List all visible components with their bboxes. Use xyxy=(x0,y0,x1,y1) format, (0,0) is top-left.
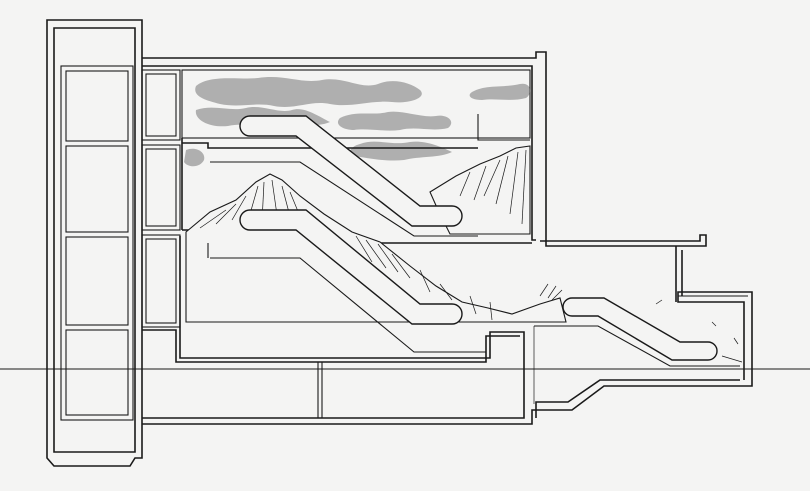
cloud-mural xyxy=(184,77,531,167)
entrance-canopy xyxy=(655,246,748,363)
lower-hall-inner xyxy=(142,329,520,363)
shaft-panel xyxy=(65,70,129,142)
shaft-panel xyxy=(65,329,129,416)
shaft-panel xyxy=(65,145,129,233)
roof-slab xyxy=(142,51,707,247)
shaft-panel xyxy=(65,236,129,326)
basement-column xyxy=(317,362,323,418)
stair-core xyxy=(141,69,181,328)
exit-escalator xyxy=(533,297,740,404)
elevator-shaft xyxy=(46,19,143,467)
basement-slab xyxy=(142,291,753,425)
basement-inner xyxy=(535,379,740,418)
upper-hall-with-mural xyxy=(181,69,531,139)
upper-escalator xyxy=(210,115,478,237)
lower-escalator xyxy=(207,209,486,353)
upper-hall-opening xyxy=(477,114,530,141)
lower-hall xyxy=(142,236,525,419)
roof-inner xyxy=(142,65,536,241)
